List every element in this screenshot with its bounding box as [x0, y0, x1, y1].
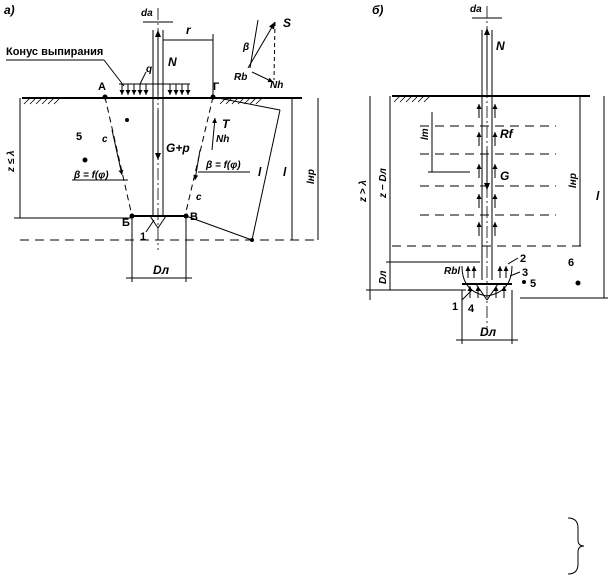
lnp-label-a: lнр [306, 169, 317, 184]
n-label-b: N [496, 39, 505, 53]
point-5-a [82, 157, 88, 163]
point-g-label: Г [213, 81, 220, 93]
d-label-b: dа [470, 4, 482, 15]
z-label-b: z > λ [358, 180, 369, 203]
z-label-a: z ≤ λ [6, 150, 17, 173]
beta-phi-left: β = f(φ) [73, 170, 109, 181]
lt-label: lт [420, 128, 431, 140]
one-label-a: 1 [140, 231, 146, 243]
gp-label: G+p [166, 141, 190, 155]
n4-label: 4 [468, 303, 475, 315]
r-label: r [186, 23, 192, 37]
dl-label-left: Dл [378, 270, 389, 284]
n1-label: 1 [452, 301, 458, 313]
nh-label: Nh [270, 80, 283, 91]
n3-label: 3 [522, 267, 528, 279]
tendon-line-a [251, 109, 281, 241]
c-arrow-right [193, 149, 201, 181]
five-label-a: 5 [76, 131, 82, 143]
plate-tip-left [149, 215, 159, 229]
rf-label: Rf [500, 127, 514, 141]
panel-a: а) dа N r [4, 3, 320, 282]
friction-layers [420, 104, 556, 236]
nh2-label: Nh [216, 134, 229, 145]
point-5-b [522, 280, 526, 284]
beta-phi-right: β = f(φ) [205, 160, 241, 171]
q-label: q [146, 64, 152, 75]
label-1-leader-a [145, 219, 155, 233]
t-label: T [222, 117, 231, 131]
cone-label-leader [103, 59, 125, 87]
n5-label: 5 [530, 278, 536, 290]
z2-label: z − Dл [378, 167, 389, 199]
d-label-bottom-b: Dл [480, 325, 497, 339]
c-right-label: c [196, 192, 202, 203]
q-leader [139, 71, 147, 85]
c-arrow-left [111, 129, 124, 176]
ground-hatch-a [23, 97, 263, 105]
curly-brace [567, 517, 585, 575]
rb-label: Rb [234, 72, 247, 83]
t-arrow [211, 117, 218, 151]
n3-leader [509, 271, 521, 277]
n-label-a: N [168, 55, 177, 69]
s-label: S [283, 16, 291, 30]
cone-center-point [125, 118, 129, 122]
point-6-b [575, 280, 581, 286]
point-b-label: Б [122, 217, 130, 229]
n1-leader [461, 289, 473, 301]
panel-b: б) dа N [358, 3, 608, 344]
panel-b-label: б) [372, 3, 383, 17]
l-vertical-label: l [283, 165, 287, 179]
rbl-label: Rbl [444, 266, 460, 277]
point-a-label: А [98, 81, 106, 93]
force-triangle [247, 19, 276, 83]
d-label-bottom-a: Dл [153, 263, 170, 277]
l-inclined-label: l [258, 165, 262, 179]
n2-label: 2 [520, 253, 526, 265]
point-v-label: В [190, 211, 198, 223]
plate-tip-right [157, 215, 167, 229]
g-label-b: G [500, 169, 509, 183]
cone-label: Конус выпирания [6, 46, 103, 58]
panel-a-label: а) [4, 3, 15, 17]
surcharge-q-arrows [119, 83, 191, 95]
n6-label: 6 [568, 257, 574, 269]
d-label-a: dа [141, 8, 153, 19]
point-b [129, 213, 135, 219]
beta-label-triangle: β [242, 42, 249, 53]
n2-leader [507, 257, 519, 265]
base-bulb [461, 265, 513, 301]
slip-line-left [104, 96, 133, 217]
l-label-b: l [596, 189, 600, 203]
ground-hatch-b [393, 95, 431, 103]
tendon-bottom-a [185, 215, 253, 241]
c-left-label: c [102, 134, 108, 145]
lnp-label-b: lнр [568, 173, 579, 188]
tendon-top-a [212, 96, 281, 111]
